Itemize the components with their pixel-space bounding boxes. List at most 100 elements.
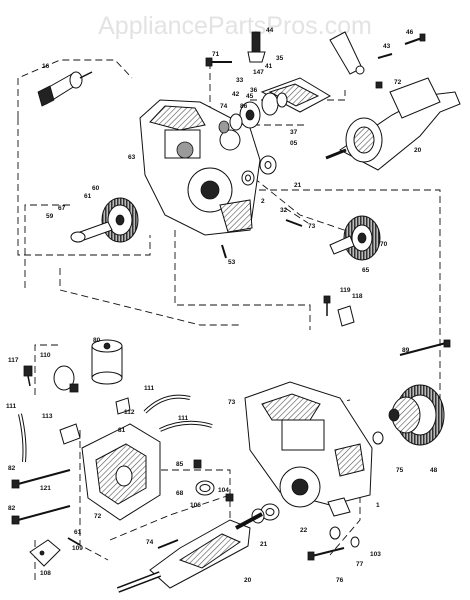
callout-121: 121	[40, 485, 51, 492]
lower-housing	[244, 381, 373, 508]
callout-41: 41	[265, 63, 273, 70]
bolt-46	[404, 33, 426, 45]
callout-82-b: 82	[8, 505, 16, 512]
bolt-82-b	[11, 505, 71, 525]
callout-72-top: 72	[394, 79, 402, 86]
fitting-113	[59, 423, 81, 445]
callout-21-top: 21	[294, 182, 302, 189]
bolt-74-bottom	[157, 539, 179, 549]
callout-68: 68	[176, 490, 184, 497]
cluster-gear-70	[329, 215, 381, 261]
callout-104: 104	[218, 487, 229, 494]
shaft-67	[70, 221, 113, 243]
callout-67: 67	[58, 205, 66, 212]
callout-111-b: 111	[6, 403, 17, 410]
bracket-1	[327, 497, 351, 517]
callout-45: 45	[246, 93, 254, 100]
hose-111	[18, 394, 213, 463]
callout-73-top: 73	[308, 223, 316, 230]
callout-74-top: 74	[220, 103, 228, 110]
callout-111-c: 111	[178, 415, 189, 422]
callout-103: 103	[370, 551, 381, 558]
input-shaft-16	[37, 71, 93, 107]
callout-35: 35	[276, 55, 284, 62]
callout-20-top: 20	[414, 147, 422, 154]
oring-68	[195, 480, 215, 496]
screw-109	[67, 537, 81, 546]
callout-59: 59	[46, 213, 54, 220]
callout-42: 42	[232, 91, 240, 98]
callout-20-bottom: 20	[244, 577, 252, 584]
axle-housing-20-top	[325, 77, 461, 171]
callout-22: 22	[300, 527, 308, 534]
bolt-71	[205, 57, 232, 67]
callout-108: 108	[40, 570, 51, 577]
callout-60: 60	[92, 185, 100, 192]
callout-117: 117	[8, 357, 19, 364]
axle-housing-20-bottom	[116, 512, 263, 593]
nut-103	[350, 536, 360, 548]
watermark-text: AppliancePartsPros.com	[98, 12, 372, 40]
callout-106: 106	[190, 502, 201, 509]
fitting-110	[53, 365, 79, 393]
washer-21-top	[259, 155, 277, 175]
washer-32	[241, 170, 255, 186]
callout-32: 32	[280, 207, 288, 214]
shift-assembly-35	[247, 31, 365, 113]
callout-63: 63	[128, 154, 136, 161]
bracket-108	[29, 539, 61, 567]
callout-73-bottom: 73	[228, 399, 236, 406]
ring-gear-48	[388, 384, 445, 446]
callout-72-bottom: 72	[94, 513, 102, 520]
callout-70: 70	[380, 241, 388, 248]
callout-147: 147	[253, 69, 264, 76]
callout-61: 61	[84, 193, 92, 200]
fitting-119	[323, 295, 331, 316]
callout-119: 119	[340, 287, 351, 294]
callout-112: 112	[124, 409, 135, 416]
callout-65: 65	[362, 267, 370, 274]
pump-housing-81	[81, 423, 161, 521]
callout-21-bottom: 21	[260, 541, 268, 548]
callout-53: 53	[228, 259, 236, 266]
callout-76: 76	[336, 577, 344, 584]
callout-86: 86	[240, 103, 248, 110]
callout-110: 110	[40, 352, 51, 359]
callout-111-a: 111	[144, 385, 155, 392]
callout-16: 16	[42, 63, 50, 70]
gear-stack-33	[218, 92, 288, 134]
gear-61	[101, 197, 139, 243]
callout-37: 37	[290, 129, 298, 136]
bolt-73-top	[285, 219, 303, 227]
bolt-53	[221, 244, 227, 259]
callout-89: 89	[402, 347, 410, 354]
callout-43: 43	[383, 43, 391, 50]
callout-33: 33	[236, 77, 244, 84]
callout-80: 80	[93, 337, 101, 344]
callout-77: 77	[356, 561, 364, 568]
fitting-85	[193, 459, 202, 469]
callout-2: 2	[261, 198, 265, 205]
pin-43	[377, 53, 393, 59]
callout-71: 71	[212, 51, 220, 58]
callout-46: 46	[406, 29, 414, 36]
fitting-104	[225, 493, 234, 502]
callout-85: 85	[176, 461, 184, 468]
callout-118: 118	[352, 293, 363, 300]
fitting-112	[115, 397, 131, 415]
plug-72-top	[375, 81, 383, 89]
callout-113: 113	[42, 413, 53, 420]
washer-22	[260, 503, 280, 521]
fitting-117	[23, 365, 33, 387]
callout-81: 81	[118, 427, 126, 434]
callout-74-bottom: 74	[146, 539, 154, 546]
callout-61-bottom: 61	[74, 529, 82, 536]
upper-housing	[139, 99, 261, 236]
callout-82-a: 82	[8, 465, 16, 472]
bolt-82-a	[11, 469, 71, 489]
callout-48: 48	[430, 467, 438, 474]
callout-36: 36	[250, 87, 258, 94]
callout-labels: 16 71 44 35 41 147 43 46 33 36 45 42 74 …	[6, 27, 438, 584]
callout-109: 109	[72, 545, 83, 552]
